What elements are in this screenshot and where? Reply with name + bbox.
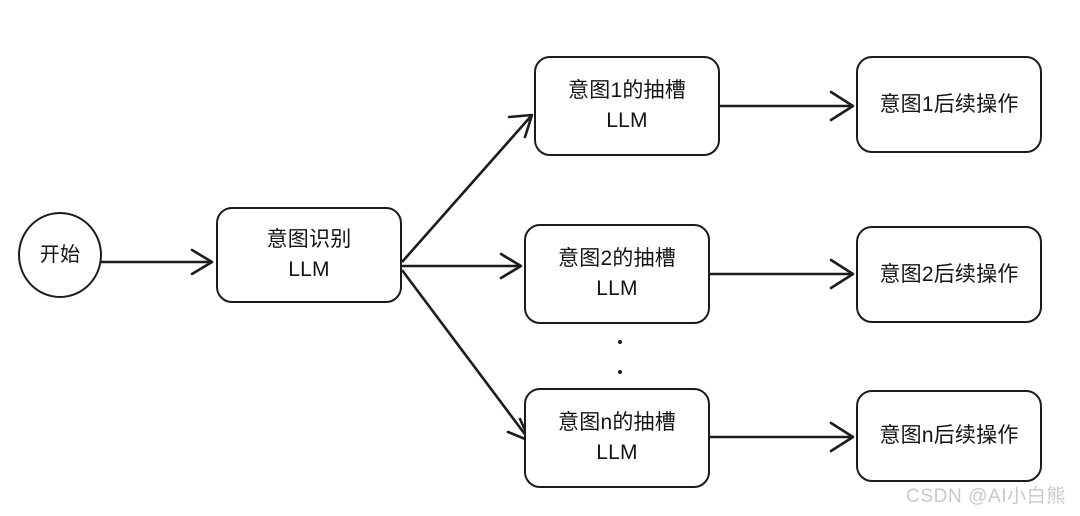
- vertical-ellipsis: [616, 340, 624, 374]
- watermark-text: CSDN @AI小白熊: [906, 486, 1066, 507]
- node-action-2[interactable]: 意图2后续操作: [856, 226, 1042, 323]
- node-start-label: 开始: [39, 243, 81, 266]
- node-intent-recognition[interactable]: 意图识别 LLM: [216, 207, 402, 303]
- node-action-1[interactable]: 意图1后续操作: [856, 56, 1042, 153]
- node-action-n-label: 意图n后续操作: [879, 424, 1019, 448]
- edge-slot-n-to-action-n: [710, 421, 855, 453]
- node-intent-recognition-line-1: 意图识别: [266, 228, 352, 252]
- node-action-2-label: 意图2后续操作: [879, 262, 1019, 286]
- node-intent-recognition-line-2: LLM: [288, 258, 330, 281]
- node-slot-n[interactable]: 意图n的抽槽 LLM: [524, 388, 710, 488]
- node-slot-2-line-2: LLM: [596, 277, 638, 300]
- edge-slot-2-to-action-2: [710, 258, 855, 290]
- ellipsis-dot: [618, 340, 622, 344]
- node-slot-2-line-1: 意图2的抽槽: [558, 247, 676, 271]
- ellipsis-dot: [618, 370, 622, 374]
- node-action-n[interactable]: 意图n后续操作: [856, 390, 1042, 482]
- edge-slot-1-to-action-1: [720, 90, 855, 122]
- node-slot-1-line-1: 意图1的抽槽: [568, 79, 686, 103]
- node-slot-1-line-2: LLM: [606, 109, 648, 132]
- node-start[interactable]: 开始: [18, 212, 102, 298]
- node-slot-1[interactable]: 意图1的抽槽 LLM: [534, 56, 720, 156]
- node-slot-n-line-1: 意图n的抽槽: [558, 411, 676, 435]
- edge-start-to-intent: [101, 248, 214, 276]
- node-slot-2[interactable]: 意图2的抽槽 LLM: [524, 224, 710, 324]
- node-action-1-label: 意图1后续操作: [879, 92, 1019, 116]
- edge-intent-to-slot-2: [402, 252, 523, 280]
- node-slot-n-line-2: LLM: [596, 441, 638, 464]
- edge-intent-to-slot-n: [400, 269, 532, 443]
- edge-intent-to-slot-1: [401, 113, 534, 263]
